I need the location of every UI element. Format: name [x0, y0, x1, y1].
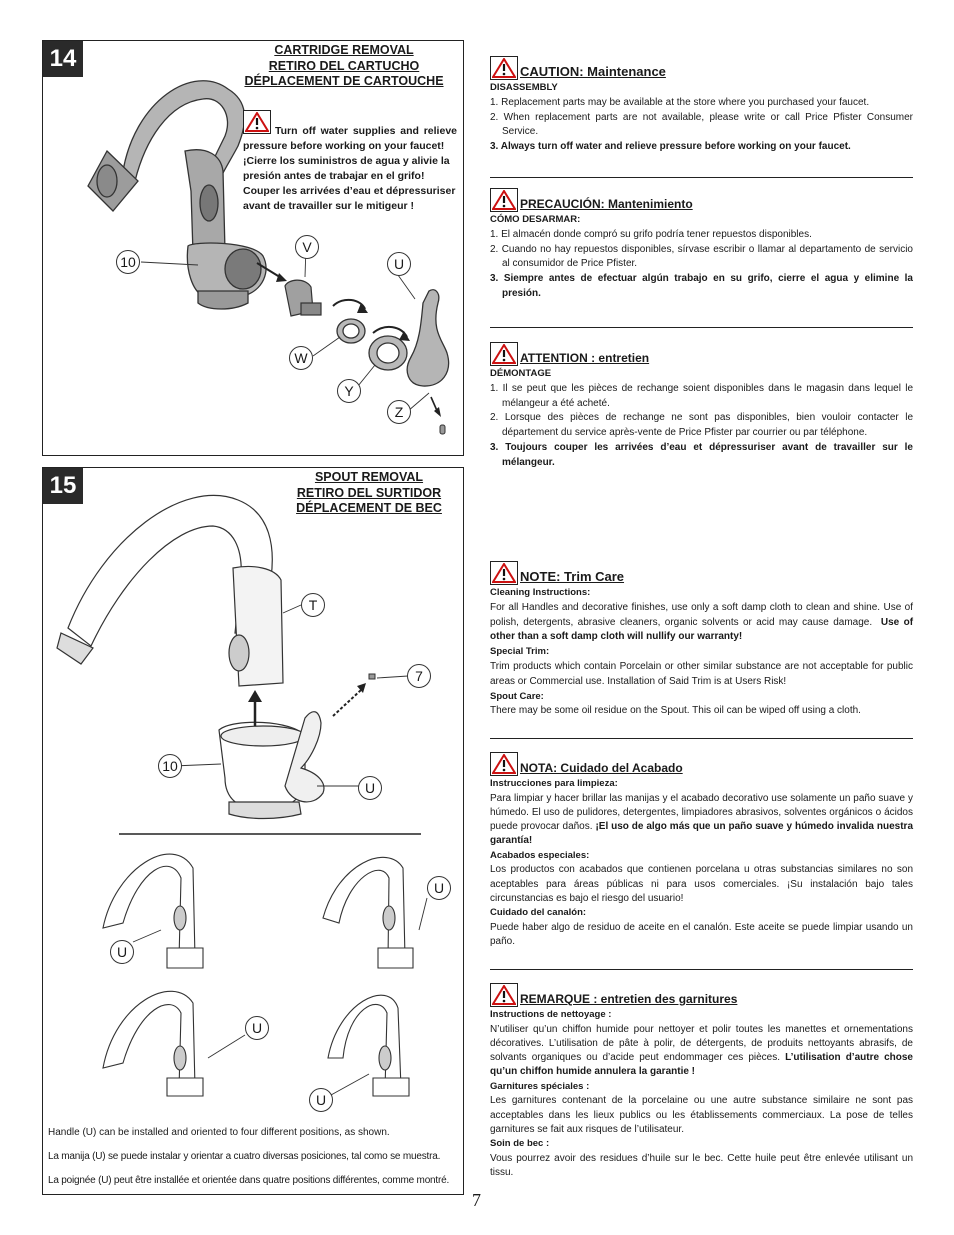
note-en-title: NOTE: Trim Care — [520, 569, 625, 584]
callout-t: T — [301, 593, 325, 617]
callout-u-pos3: U — [245, 1016, 269, 1040]
note-en-section: NOTE: Trim Care Cleaning Instructions: F… — [490, 561, 913, 719]
warning-triangle-icon — [490, 342, 518, 366]
callout-u: U — [387, 252, 411, 276]
paragraph: Les garnitures contenant de la porcelain… — [490, 1095, 913, 1135]
page-number: 7 — [472, 1190, 481, 1210]
caution-en-subhead: DISASSEMBLY — [490, 82, 558, 93]
paragraph: For all Handles and decorative finishes,… — [490, 601, 914, 643]
caption-fr: La poignée (U) peut être installée et or… — [48, 1175, 450, 1186]
paragraph: Vous pourrez avoir des residues d’huile … — [490, 1152, 913, 1179]
callout-u-pos4: U — [309, 1088, 333, 1112]
paragraph: Puede haber algo de residuo de aceite en… — [490, 921, 913, 948]
paragraph: Trim products which contain Porcelain or… — [490, 660, 913, 687]
list-item: 1. Replacement parts may be available at… — [490, 96, 870, 108]
subheading: Instrucciones para limpieza: — [490, 778, 618, 789]
warning-triangle-icon — [490, 983, 518, 1007]
paragraph: There may be some oil residue on the Spo… — [490, 705, 861, 717]
callout-v: V — [295, 235, 319, 259]
subheading: Cleaning Instructions: — [490, 587, 591, 598]
divider — [490, 327, 913, 328]
caution-es-subhead: CÓMO DESARMAR: — [490, 214, 581, 225]
callout-10: 10 — [158, 754, 182, 778]
caution-fr-title: ATTENTION : entretien — [520, 351, 650, 365]
caution-en-section: CAUTION: Maintenance DISASSEMBLY 1. Repl… — [490, 56, 913, 155]
paragraph: Los productos con acabados que contienen… — [490, 864, 913, 904]
list-item: 1. El almacén donde compró su grifo podr… — [490, 228, 812, 240]
list-item: 3. Siempre antes de efectuar algún traba… — [490, 273, 913, 299]
list-item: 2. Cuando no hay repuestos disponibles, … — [490, 243, 913, 270]
step-14-panel: 14 CARTRIDGE REMOVAL RETIRO DEL CARTUCHO… — [42, 40, 464, 456]
list-item: 1. Il se peut que les pièces de rechange… — [490, 382, 913, 409]
warning-triangle-icon — [490, 56, 518, 80]
callout-10: 10 — [116, 250, 140, 274]
caution-fr-section: ATTENTION : entretien DÉMONTAGE 1. Il se… — [490, 342, 913, 471]
step-15-title: SPOUT REMOVAL RETIRO DEL SURTIDOR DÉPLAC… — [296, 470, 442, 515]
callout-u-pos2: U — [427, 876, 451, 900]
warning-triangle-icon — [490, 188, 518, 212]
subheading: Spout Care: — [490, 690, 544, 702]
subheading: Special Trim: — [490, 646, 550, 658]
subheading: Garnitures spéciales : — [490, 1080, 590, 1092]
list-item: 2. Lorsque des pièces de rechange ne son… — [490, 412, 913, 439]
note-fr-title: REMARQUE : entretien des garnitures — [520, 992, 738, 1006]
caution-en-title: CAUTION: Maintenance — [520, 64, 666, 79]
warning-triangle-icon — [490, 561, 518, 585]
callout-u-pos1: U — [110, 940, 134, 964]
step-14-number: 14 — [43, 41, 83, 77]
cartridge-removal-illustration — [87, 80, 450, 435]
callout-z: Z — [387, 400, 411, 424]
subheading: Instructions de nettoyage : — [490, 1009, 612, 1020]
caption-en: Handle (U) can be installed and oriented… — [48, 1127, 390, 1138]
divider — [490, 969, 913, 970]
callout-y: Y — [337, 379, 361, 403]
note-fr-section: REMARQUE : entretien des garnitures Inst… — [490, 983, 913, 1180]
callout-7: 7 — [407, 664, 431, 688]
note-es-title: NOTA: Cuidado del Acabado — [520, 761, 683, 775]
list-item: 3. Toujours couper les arrivées d’eau et… — [490, 441, 913, 468]
list-item: 2. When replacement parts are not availa… — [490, 111, 913, 138]
paragraph: Para limpiar y hacer brillar las manijas… — [490, 792, 914, 847]
divider — [490, 738, 913, 739]
subheading: Cuidado del canalón: — [490, 907, 587, 919]
step-15-panel: 15 SPOUT REMOVAL RETIRO DEL SURTIDOR DÉP… — [42, 467, 464, 1195]
paragraph: N’utiliser qu’un chiffon humide pour net… — [490, 1023, 913, 1078]
step-14-title: CARTRIDGE REMOVAL RETIRO DEL CARTUCHO DÉ… — [244, 43, 444, 88]
divider — [490, 177, 913, 178]
callout-u: U — [358, 776, 382, 800]
subheading: Acabados especiales: — [490, 849, 590, 861]
callout-w: W — [289, 346, 313, 370]
warning-triangle-icon — [243, 110, 271, 134]
list-item: 3. Always turn off water and relieve pre… — [490, 141, 851, 153]
note-es-section: NOTA: Cuidado del Acabado Instrucciones … — [490, 752, 913, 949]
caution-fr-subhead: DÉMONTAGE — [490, 368, 552, 379]
caption-es: La manija (U) se puede instalar y orient… — [48, 1151, 441, 1162]
caution-es-section: PRECAUCIÓN: Mantenimiento CÓMO DESARMAR:… — [490, 188, 913, 302]
spout-removal-illustration — [56, 494, 428, 1097]
subheading: Soin de bec : — [490, 1138, 550, 1150]
warning-triangle-icon — [490, 752, 518, 776]
step-15-number: 15 — [43, 468, 83, 504]
caution-es-title: PRECAUCIÓN: Mantenimiento — [520, 197, 693, 211]
